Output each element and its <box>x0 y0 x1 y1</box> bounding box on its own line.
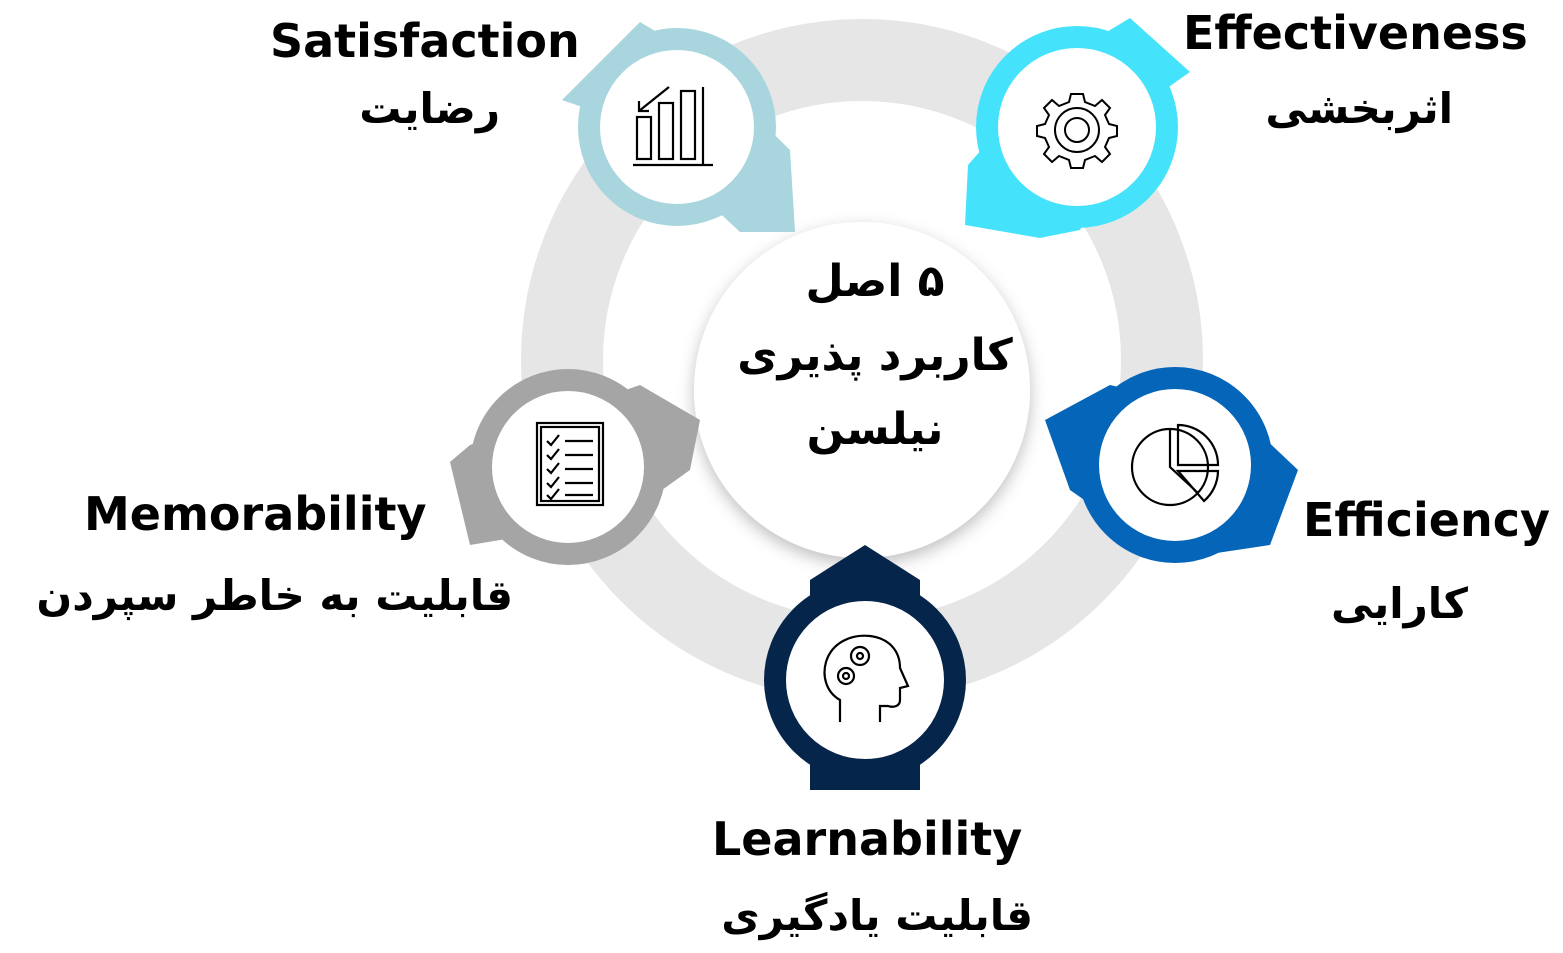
learnability-label-en: Learnability <box>712 812 1023 866</box>
center-title-line2: کاربرد پذیری <box>737 330 1013 381</box>
memorability-label-en: Memorability <box>84 487 427 541</box>
memorability-label-fa: قابلیت به خاطر سپردن <box>36 571 513 620</box>
gear-icon <box>1036 93 1118 169</box>
satisfaction-node <box>562 22 795 232</box>
learnability-label-fa: قابلیت یادگیری <box>721 891 1033 940</box>
effectiveness-label-en: Effectiveness <box>1183 6 1528 60</box>
center-circle <box>694 222 1030 558</box>
effectiveness-label-fa: اثربخشی <box>1265 84 1453 133</box>
efficiency-node <box>1045 367 1298 563</box>
learnability-node <box>764 545 966 790</box>
pie-chart-icon <box>1130 423 1220 507</box>
memorability-node <box>450 369 700 565</box>
satisfaction-label-fa: رضایت <box>359 84 500 133</box>
satisfaction-label-en: Satisfaction <box>270 14 580 68</box>
center-title: ۵ اصل کاربرد پذیری نیلسن <box>690 245 1060 467</box>
checklist-icon <box>535 421 605 507</box>
effectiveness-node <box>965 18 1190 238</box>
center-title-line3: نیلسن <box>806 404 944 455</box>
efficiency-label-fa: کارایی <box>1330 579 1468 628</box>
efficiency-label-en: Efficiency <box>1303 493 1550 547</box>
center-title-line1: ۵ اصل <box>805 256 945 307</box>
head-gears-icon <box>823 634 910 722</box>
chart-growth-icon <box>633 86 713 167</box>
